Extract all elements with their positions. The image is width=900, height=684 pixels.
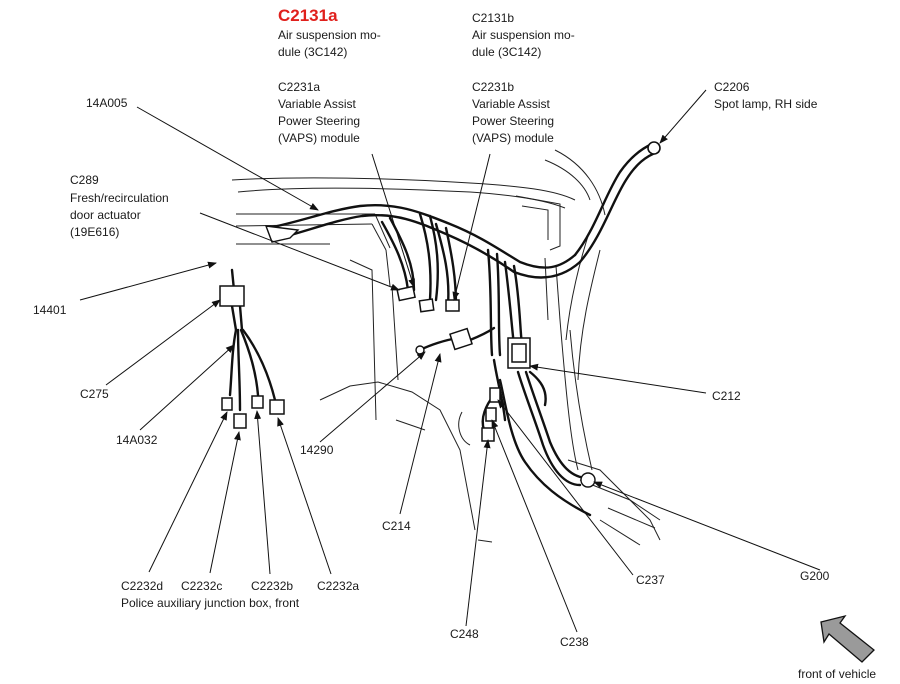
label-14290: 14290 <box>300 443 334 457</box>
connector-c2232d <box>221 397 233 411</box>
connector-c2232b <box>251 395 264 409</box>
c289-line-2: door actuator <box>70 208 141 222</box>
c2131a-code: C2131a <box>278 6 338 25</box>
connector-c238 <box>485 407 497 422</box>
grommet-c214 <box>415 345 425 355</box>
leader-lines <box>79 89 821 633</box>
c2231a-desc: Variable Assist Power Steering (VAPS) mo… <box>278 96 360 147</box>
label-c214: C214 <box>382 519 411 533</box>
c2131a-line-2: dule (3C142) <box>278 45 348 59</box>
connector-14290 <box>449 327 473 351</box>
c289-desc: Fresh/recirculation door actuator (19E61… <box>70 190 169 241</box>
label-14401: 14401 <box>33 303 67 317</box>
label-c2232b: C2232b <box>251 579 294 593</box>
label-c2232a: C2232a <box>317 579 360 593</box>
connector-c275 <box>219 285 245 307</box>
c2231b-line-3: (VAPS) module <box>472 131 554 145</box>
c2231a-line-2: Power Steering <box>278 114 361 128</box>
c2206-code: C2206 <box>714 80 750 94</box>
c2131a-line-1: Air suspension mo- <box>278 28 381 42</box>
harness-end-clip <box>264 225 300 243</box>
c2131b-line-2: dule (3C142) <box>472 45 542 59</box>
label-c238: C238 <box>560 635 589 649</box>
c2206-desc: Spot lamp, RH side <box>714 97 818 111</box>
vehicle-body-outline <box>231 149 661 546</box>
label-c275: C275 <box>80 387 109 401</box>
c2231a-line-3: (VAPS) module <box>278 131 360 145</box>
c2231a-line-1: Variable Assist <box>278 97 356 111</box>
connector-c212-inner <box>511 343 527 363</box>
c2131b-line-1: Air suspension mo- <box>472 28 575 42</box>
label-c237: C237 <box>636 573 665 587</box>
c2231a-code: C2231a <box>278 80 321 94</box>
connector-c2131a <box>396 285 416 302</box>
connector-c248 <box>481 427 495 442</box>
ground-g200 <box>580 472 596 488</box>
c289-line-1: Fresh/recirculation <box>70 191 169 205</box>
c2231b-code: C2231b <box>472 80 515 94</box>
connectors <box>219 285 531 442</box>
label-g200: G200 <box>800 569 830 583</box>
c2131b-code: C2131b <box>472 11 515 25</box>
junction-box-label: Police auxiliary junction box, front <box>121 596 300 610</box>
c2231b-desc: Variable Assist Power Steering (VAPS) mo… <box>472 96 554 147</box>
front-arrow-icon <box>820 614 875 663</box>
wiring-harness <box>228 142 660 517</box>
harness-end-cap <box>647 141 661 155</box>
label-14a032: 14A032 <box>116 433 158 447</box>
c2231b-line-2: Power Steering <box>472 114 555 128</box>
c289-code: C289 <box>70 173 99 187</box>
c2131b-desc: Air suspension mo- dule (3C142) <box>472 27 575 61</box>
label-c2232c: C2232c <box>181 579 223 593</box>
c2131a-desc: Air suspension mo- dule (3C142) <box>278 27 381 61</box>
c2231b-line-1: Variable Assist <box>472 97 550 111</box>
connector-c237 <box>489 387 501 403</box>
connector-c2232a <box>269 399 285 415</box>
connector-c2232c <box>233 413 247 429</box>
label-c2232d: C2232d <box>121 579 164 593</box>
connector-c2231a <box>418 298 435 313</box>
c289-line-3: (19E616) <box>70 225 120 239</box>
label-c248: C248 <box>450 627 479 641</box>
label-14a005: 14A005 <box>86 96 128 110</box>
connector-c2231b <box>445 299 460 312</box>
label-c212: C212 <box>712 389 741 403</box>
front-of-vehicle-label: front of vehicle <box>798 667 877 681</box>
